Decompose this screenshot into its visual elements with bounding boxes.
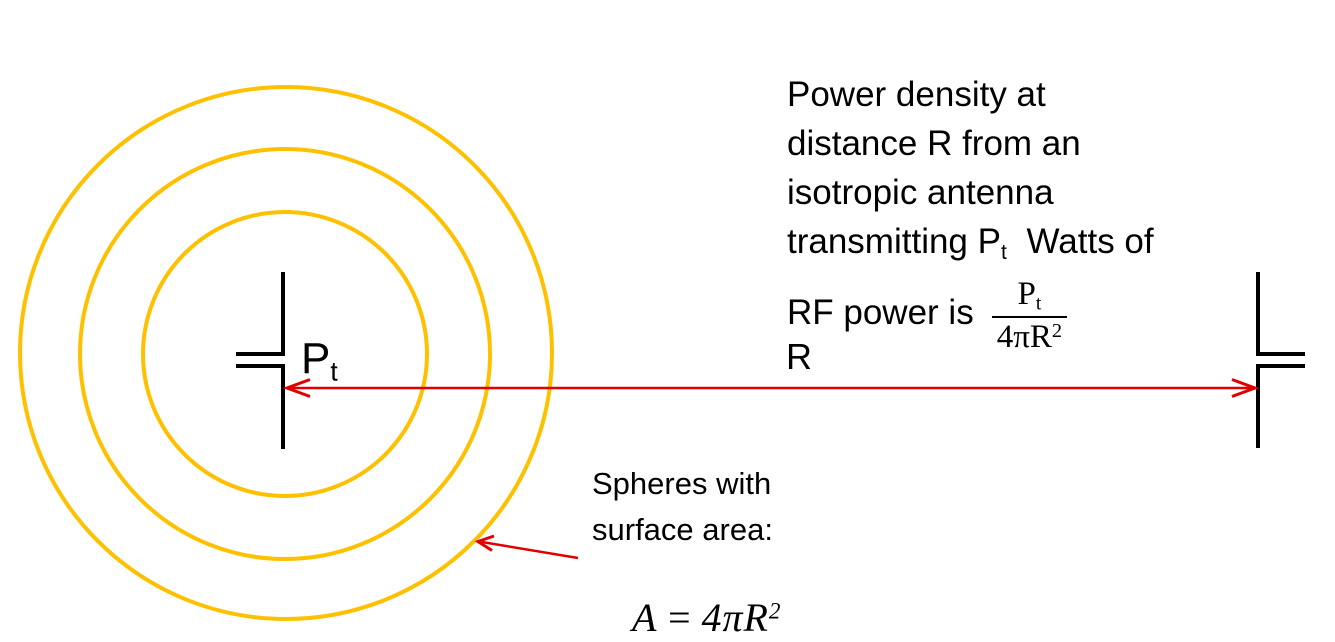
formula-exponent: 2 [768, 598, 782, 625]
spheres-pointer-arrowhead [474, 534, 495, 552]
paragraph-line-1: Power density at [787, 75, 1046, 114]
tx-power-label: Pt [301, 337, 338, 385]
distance-arrowhead-right [1231, 378, 1260, 398]
paragraph-line-4-pre: transmitting P [787, 222, 1001, 261]
rx-antenna-icon [1256, 272, 1305, 448]
paragraph-line-5: RF power is Pt 4πR2 [787, 277, 1267, 354]
paragraph-line-4-post: Watts of [1026, 222, 1154, 261]
power-density-fraction: Pt 4πR2 [991, 277, 1068, 355]
fraction-numerator: Pt [992, 277, 1067, 315]
paragraph-line-4-subscript: t [1000, 240, 1007, 264]
power-density-paragraph: Power density at distance R from an isot… [787, 70, 1267, 354]
surface-area-formula: A=4πR2 [632, 596, 782, 640]
sphere-circle-outer [18, 85, 554, 621]
spheres-note: Spheres with surface area: [592, 461, 773, 553]
fraction-numerator-subscript: t [1035, 292, 1042, 315]
formula-equals: = [665, 595, 694, 640]
fraction-denominator: 4πR2 [991, 315, 1068, 355]
spheres-note-line-2: surface area: [592, 512, 773, 547]
tx-power-label-subscript: t [330, 356, 338, 387]
tx-antenna-path [236, 272, 285, 449]
tx-power-label-base: P [301, 334, 331, 383]
fraction-numerator-base: P [1017, 276, 1036, 313]
spheres-pointer-arrow [474, 534, 579, 560]
sphere-circle-middle [78, 147, 492, 561]
paragraph-line-5-pre: RF power is [787, 293, 974, 333]
fraction-denominator-exponent: 2 [1051, 319, 1063, 342]
paragraph-line-2: distance R from an [787, 124, 1081, 163]
spheres-note-line-1: Spheres with [592, 466, 772, 501]
paragraph-line-3: isotropic antenna [787, 173, 1054, 212]
distance-arrowhead-left [282, 378, 311, 398]
sphere-circle-inner [141, 210, 429, 498]
spheres-pointer-shaft [481, 540, 579, 560]
paragraph-line-4: transmitting Pt Watts of [787, 217, 1267, 277]
tx-antenna-icon [236, 272, 285, 449]
sphere-wavefronts [18, 85, 554, 621]
distance-label: R [786, 336, 812, 377]
fraction-denominator-body: 4πR [996, 318, 1052, 355]
rx-antenna-path [1256, 272, 1305, 448]
distance-arrow [282, 378, 1260, 398]
formula-body: 4πR [701, 595, 769, 640]
formula-lhs: A [632, 595, 658, 640]
